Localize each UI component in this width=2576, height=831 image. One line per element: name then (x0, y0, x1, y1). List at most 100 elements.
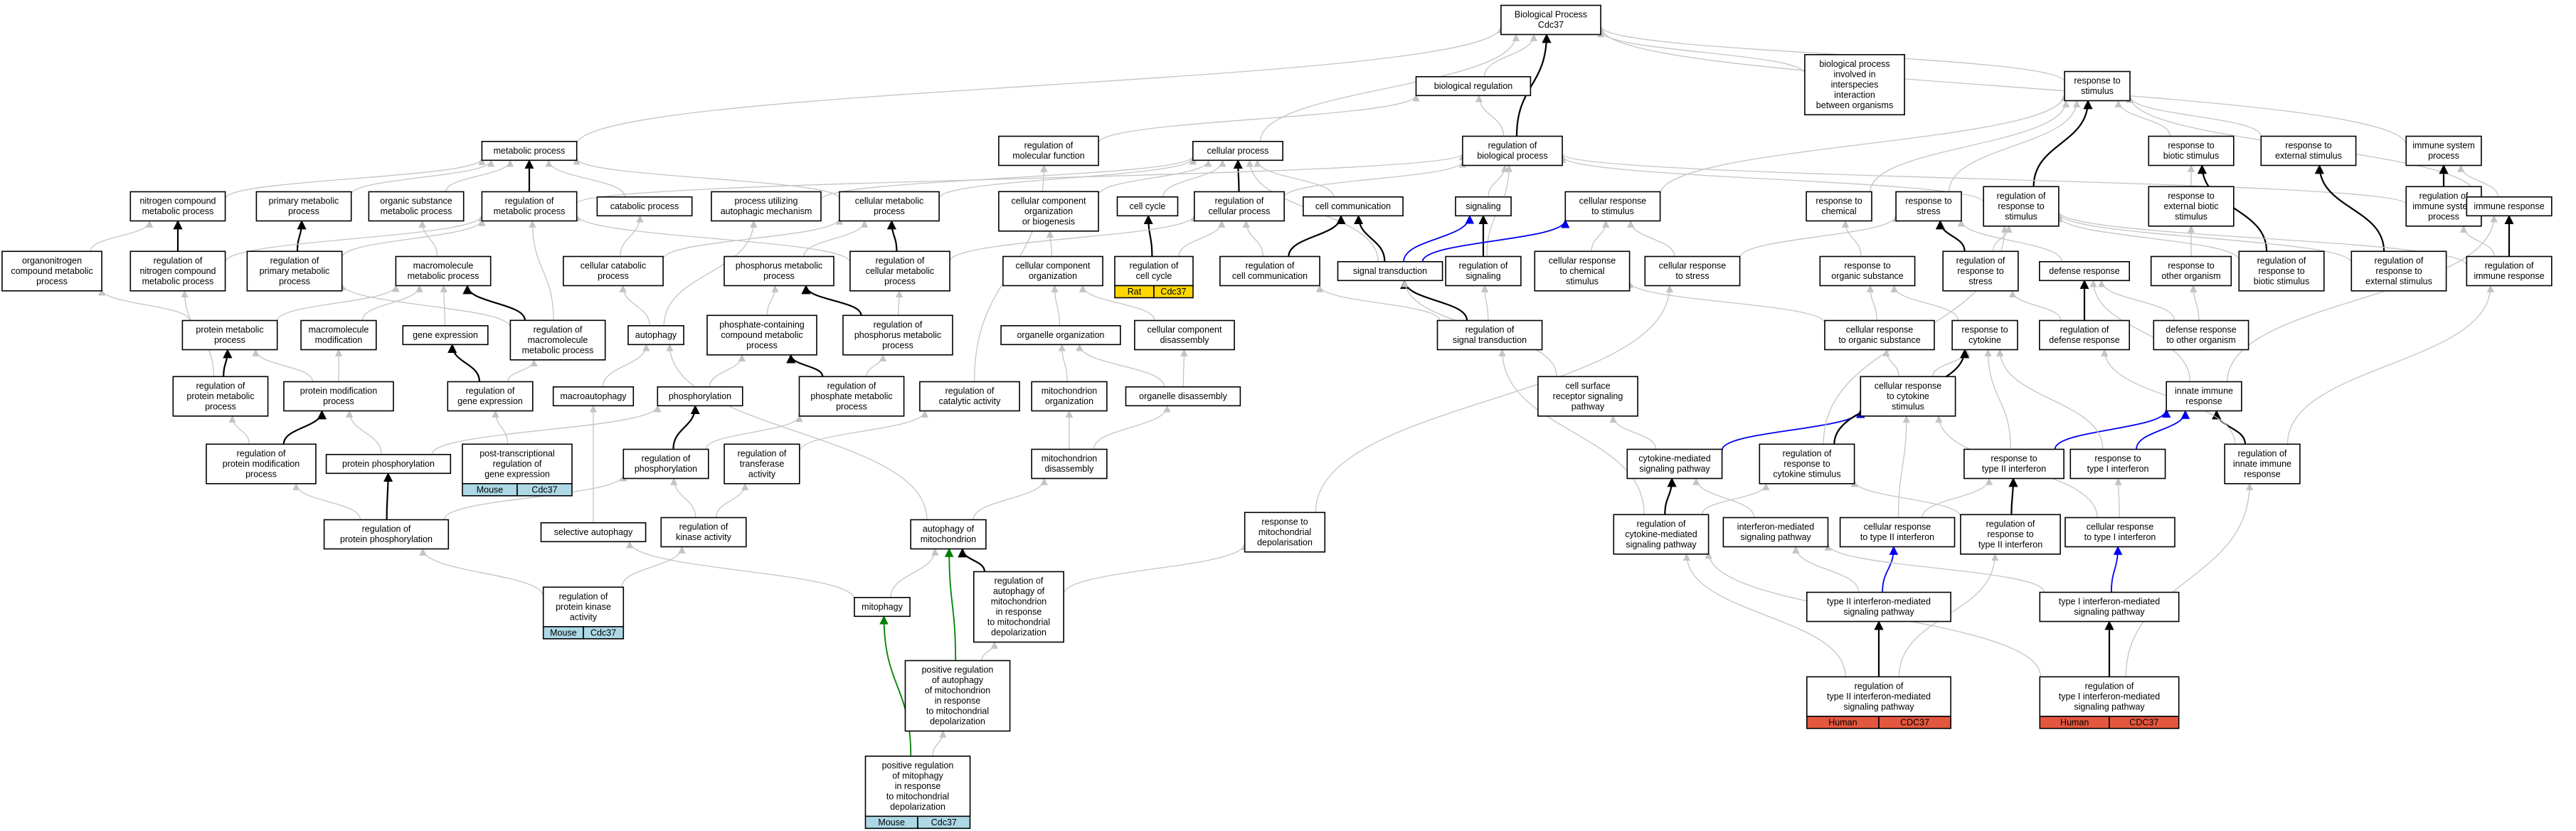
go-term-node-protphos[interactable]: protein phosphorylation (325, 453, 452, 475)
go-term-node-cellcomm[interactable]: cell communication (1303, 196, 1404, 217)
go-term-node-catab[interactable]: catabolic process (596, 196, 693, 217)
go-term-node-geneexpr[interactable]: gene expression (402, 324, 489, 346)
go-term-node-orgdisasm[interactable]: organelle disassembly (1125, 386, 1241, 407)
go-term-node-immresp[interactable]: immune response (2466, 196, 2553, 217)
go-term-node-cellcycle[interactable]: cell cycle (1116, 196, 1179, 217)
go-term-node-selautoph[interactable]: selective autophagy (540, 522, 647, 543)
go-term-node-macroautophagy[interactable]: macroautophagy (552, 386, 635, 407)
go-term-node-defresp[interactable]: defense response (2039, 260, 2131, 282)
go-term-node-cellproc[interactable]: cellular process (1192, 141, 1284, 162)
go-term-node-autophagy[interactable]: autophagy (627, 324, 684, 346)
go-term-node-reg-cytopath[interactable]: regulation ofcytokine-mediatedsignaling … (1613, 514, 1710, 555)
go-term-node-metab[interactable]: metabolic process (481, 141, 578, 162)
go-term-node-signaling[interactable]: signaling (1455, 196, 1512, 217)
go-term-node-orgorg[interactable]: organelle organization (1000, 324, 1121, 346)
go-term-node-sigtrans[interactable]: signal transduction (1337, 260, 1443, 282)
go-term-node-mitophagy[interactable]: mitophagy (854, 596, 911, 618)
go-term-node-phosphorylation[interactable]: phosphorylation (657, 386, 743, 407)
go-term-node-bioreg[interactable]: biological regulation (1415, 76, 1532, 97)
